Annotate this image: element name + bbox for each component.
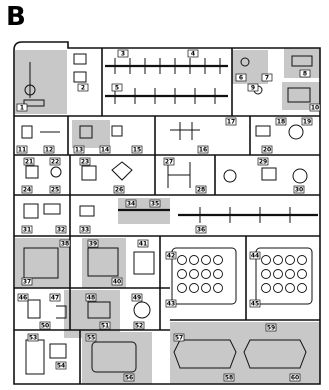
part-number-label: 38	[61, 241, 69, 248]
part-number-label: 58	[225, 375, 233, 382]
part-number-label: 8	[303, 71, 307, 78]
part-number-label: 60	[291, 375, 299, 382]
part-number-label: 49	[133, 295, 141, 302]
part-number-label: 30	[295, 187, 303, 194]
part-number-label: 28	[197, 187, 205, 194]
part-number-label: 15	[133, 147, 141, 154]
part-number-label: 40	[113, 279, 121, 286]
part-number-label: 59	[267, 325, 275, 332]
part-number-label: 46	[19, 295, 27, 302]
part-number-label: 16	[199, 147, 207, 154]
part-number-label: 2	[81, 85, 85, 92]
part-number-label: 44	[251, 253, 259, 260]
part-number-label: 51	[101, 323, 109, 330]
sprue-letter: B	[6, 2, 26, 32]
gates	[114, 58, 291, 223]
part-number-label: 7	[265, 75, 269, 82]
part-number-label: 9	[251, 85, 255, 92]
part-number-label: 19	[303, 119, 311, 126]
part-number-label: 14	[101, 147, 109, 154]
part-number-label: 10	[311, 105, 319, 112]
part-number-label: 34	[127, 201, 135, 208]
part-number-label: 41	[139, 241, 147, 248]
part-number-label: 45	[251, 301, 259, 308]
part-number-label: 43	[167, 301, 175, 308]
part-number-label: 17	[227, 119, 235, 126]
part-number-label: 5	[115, 85, 119, 92]
part-number-label: 55	[87, 335, 95, 342]
part-number-label: 24	[23, 187, 31, 194]
part-number-label: 21	[25, 159, 33, 166]
part-number-label: 1	[20, 105, 24, 112]
part-number-label: 33	[81, 227, 89, 234]
part-number-label: 32	[57, 227, 65, 234]
part-number-label: 22	[51, 159, 59, 166]
part-number-label: 53	[29, 335, 37, 342]
part-number-label: 4	[191, 51, 195, 58]
part-number-label: 25	[51, 187, 59, 194]
part-number-label: 27	[165, 159, 173, 166]
part-number-label: 29	[259, 159, 267, 166]
part-number-label: 48	[87, 295, 95, 302]
part-number-label: 54	[57, 363, 65, 370]
sprue-frame	[13, 41, 321, 385]
part-number-label: 56	[125, 375, 133, 382]
part-number-label: 37	[23, 279, 31, 286]
part-number-label: 23	[81, 159, 89, 166]
part-number-label: 39	[89, 241, 97, 248]
part-number-label: 20	[263, 147, 271, 154]
part-number-label: 3	[121, 51, 125, 58]
part-number-label: 35	[151, 201, 159, 208]
part-number-label: 47	[51, 295, 59, 302]
wheel-grids	[177, 255, 307, 293]
part-number-label: 12	[45, 147, 53, 154]
part-number-label: 42	[167, 253, 175, 260]
part-number-label: 52	[135, 323, 143, 330]
part-number-label: 26	[115, 187, 123, 194]
part-number-label: 11	[18, 147, 26, 154]
part-number-label: 36	[197, 227, 205, 234]
part-number-label: 13	[75, 147, 83, 154]
part-number-label: 18	[277, 119, 285, 126]
part-number-label: 6	[239, 75, 243, 82]
rod-parts	[105, 64, 318, 217]
part-number-label: 31	[23, 227, 31, 234]
part-number-label: 50	[41, 323, 49, 330]
part-number-label: 57	[175, 335, 183, 342]
